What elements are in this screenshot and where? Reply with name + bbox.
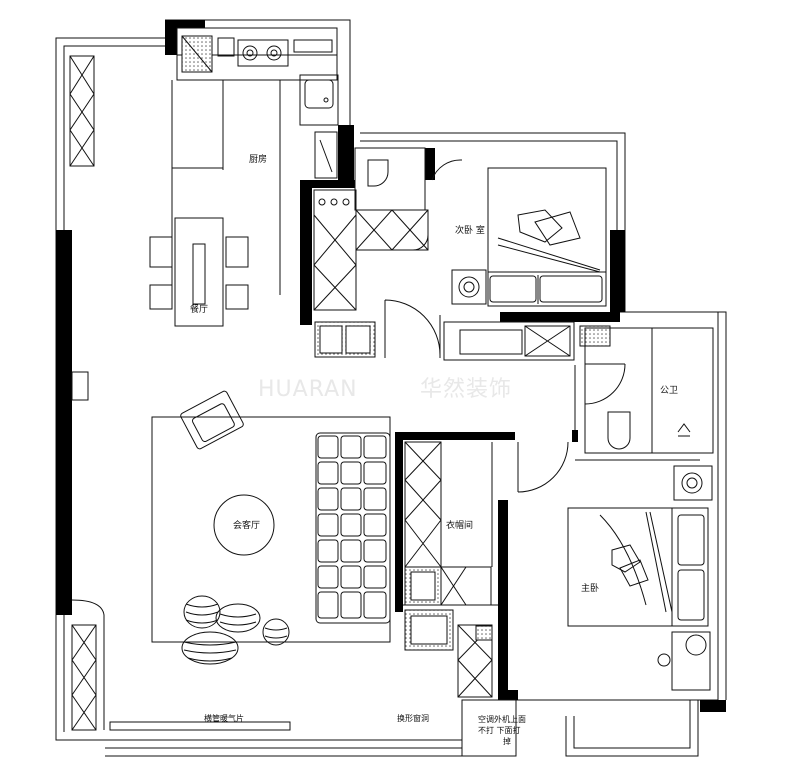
outline-walls bbox=[55, 19, 727, 757]
living-room bbox=[151, 390, 391, 665]
label-closet: 衣帽间 bbox=[446, 519, 473, 531]
watermark-brand: HUARAN bbox=[258, 377, 358, 402]
public-bath bbox=[584, 327, 714, 454]
room-labels: 厨房 餐厅 次卧 室 公卫 会客厅 衣帽间 主卧 bbox=[190, 153, 678, 594]
label-second-bedroom: 次卧 室 bbox=[455, 224, 485, 236]
master-bedroom bbox=[404, 465, 713, 757]
left-windows bbox=[69, 55, 105, 731]
sofa-cushions bbox=[317, 435, 387, 619]
bottom-strips bbox=[109, 721, 291, 731]
label-dining: 餐厅 bbox=[190, 303, 208, 315]
watermark-cn: 华然装饰 bbox=[420, 377, 512, 402]
label-kitchen: 厨房 bbox=[249, 153, 267, 165]
closet bbox=[403, 441, 569, 606]
label-master: 主卧 bbox=[581, 582, 599, 594]
watermark: HUARAN 华然装饰 bbox=[258, 377, 512, 402]
note-ac-line2: 不打 下面打 bbox=[478, 725, 521, 735]
second-bedroom bbox=[313, 147, 611, 361]
note-ac-line3: 掉 bbox=[503, 736, 511, 746]
label-living: 会客厅 bbox=[233, 519, 260, 531]
note-window: 换形窗洞 bbox=[397, 713, 429, 723]
thick-walls bbox=[56, 20, 726, 712]
notes: 横管暖气片 换形窗洞 空调外机上面 不打 下面打 掉 bbox=[204, 713, 526, 746]
label-public-bath: 公卫 bbox=[660, 385, 678, 396]
note-heater: 横管暖气片 bbox=[204, 713, 244, 723]
kitchen-area bbox=[171, 27, 339, 295]
lounge-chair bbox=[181, 595, 261, 665]
dining-table bbox=[149, 217, 249, 327]
note-ac-line1: 空调外机上面 bbox=[478, 714, 526, 724]
